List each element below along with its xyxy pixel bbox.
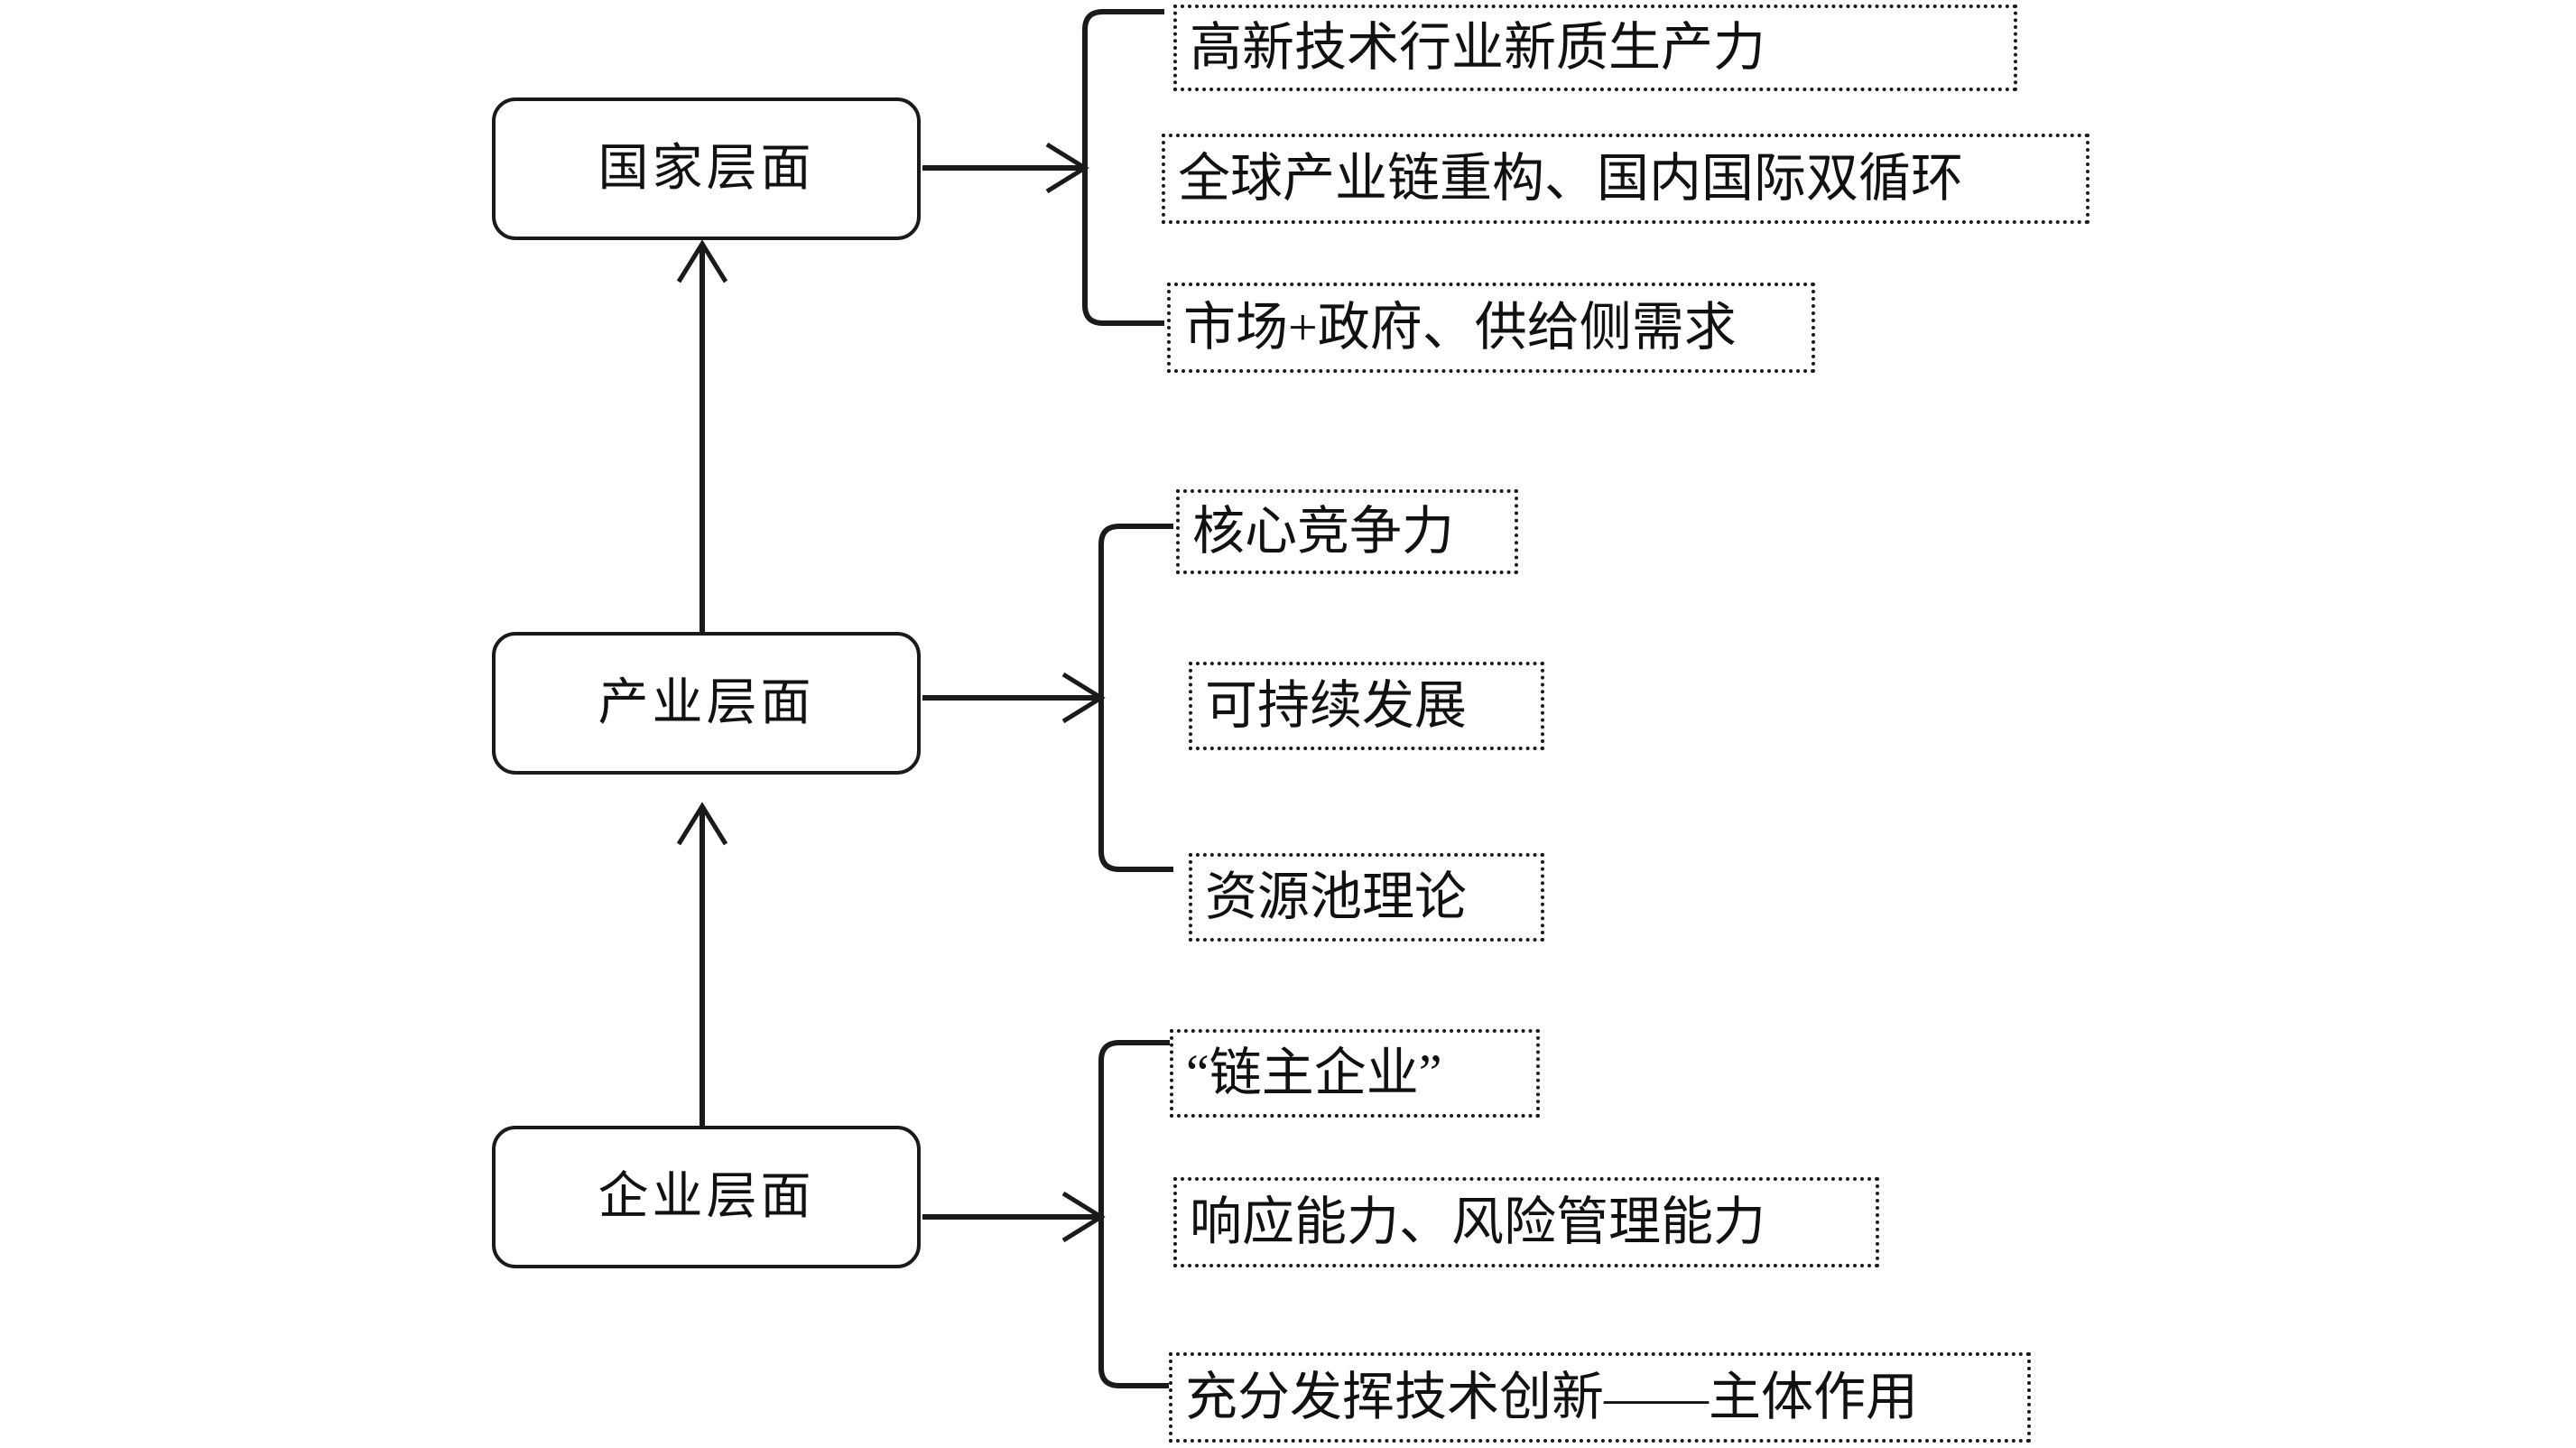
leaf-label-enterprise-3: 充分发挥技术创新——主体作用 (1185, 1368, 1919, 1426)
leaf-label-national-3: 市场+政府、供给侧需求 (1183, 298, 1737, 357)
leaf-box-enterprise-3[interactable]: 充分发挥技术创新——主体作用 (1169, 1352, 2031, 1443)
level-label-enterprise: 企业层面 (598, 1169, 815, 1225)
leaf-label-enterprise-1: “链主企业” (1186, 1044, 1442, 1102)
bracket-enterprise (1098, 1040, 1170, 1388)
leaf-box-national-2[interactable]: 全球产业链重构、国内国际双循环 (1162, 134, 2090, 224)
leaf-box-enterprise-1[interactable]: “链主企业” (1170, 1029, 1540, 1118)
leaf-box-national-3[interactable]: 市场+政府、供给侧需求 (1167, 283, 1815, 373)
level-label-national: 国家层面 (598, 141, 815, 197)
bracket-national (1082, 9, 1164, 326)
leaf-box-enterprise-2[interactable]: 响应能力、风险管理能力 (1173, 1177, 1879, 1267)
leaf-box-industry-2[interactable]: 可持续发展 (1189, 662, 1544, 750)
leaf-box-industry-1[interactable]: 核心竞争力 (1176, 489, 1518, 574)
bracket-industry (1098, 524, 1173, 872)
leaf-box-national-1[interactable]: 高新技术行业新质生产力 (1173, 5, 2017, 91)
arrowhead-enterprise-to-industry (676, 802, 728, 846)
level-box-national[interactable]: 国家层面 (492, 97, 921, 240)
leaf-label-national-2: 全球产业链重构、国内国际双循环 (1178, 149, 1964, 208)
leaf-label-enterprise-2: 响应能力、风险管理能力 (1190, 1193, 1766, 1251)
leaf-label-industry-3: 资源池理论 (1205, 868, 1468, 926)
level-label-industry: 产业层面 (598, 675, 815, 731)
leaf-label-national-1: 高新技术行业新质生产力 (1190, 18, 1766, 77)
arrowhead-enterprise (1061, 1191, 1106, 1243)
arrowhead-industry-to-national (676, 239, 728, 283)
leaf-label-industry-2: 可持续发展 (1205, 676, 1468, 735)
arrowhead-industry (1061, 672, 1106, 724)
level-box-enterprise[interactable]: 企业层面 (492, 1126, 921, 1268)
level-box-industry[interactable]: 产业层面 (492, 632, 921, 775)
arrowhead-national (1045, 142, 1089, 194)
leaf-box-industry-3[interactable]: 资源池理论 (1189, 853, 1544, 942)
leaf-label-industry-1: 核心竞争力 (1192, 502, 1455, 561)
